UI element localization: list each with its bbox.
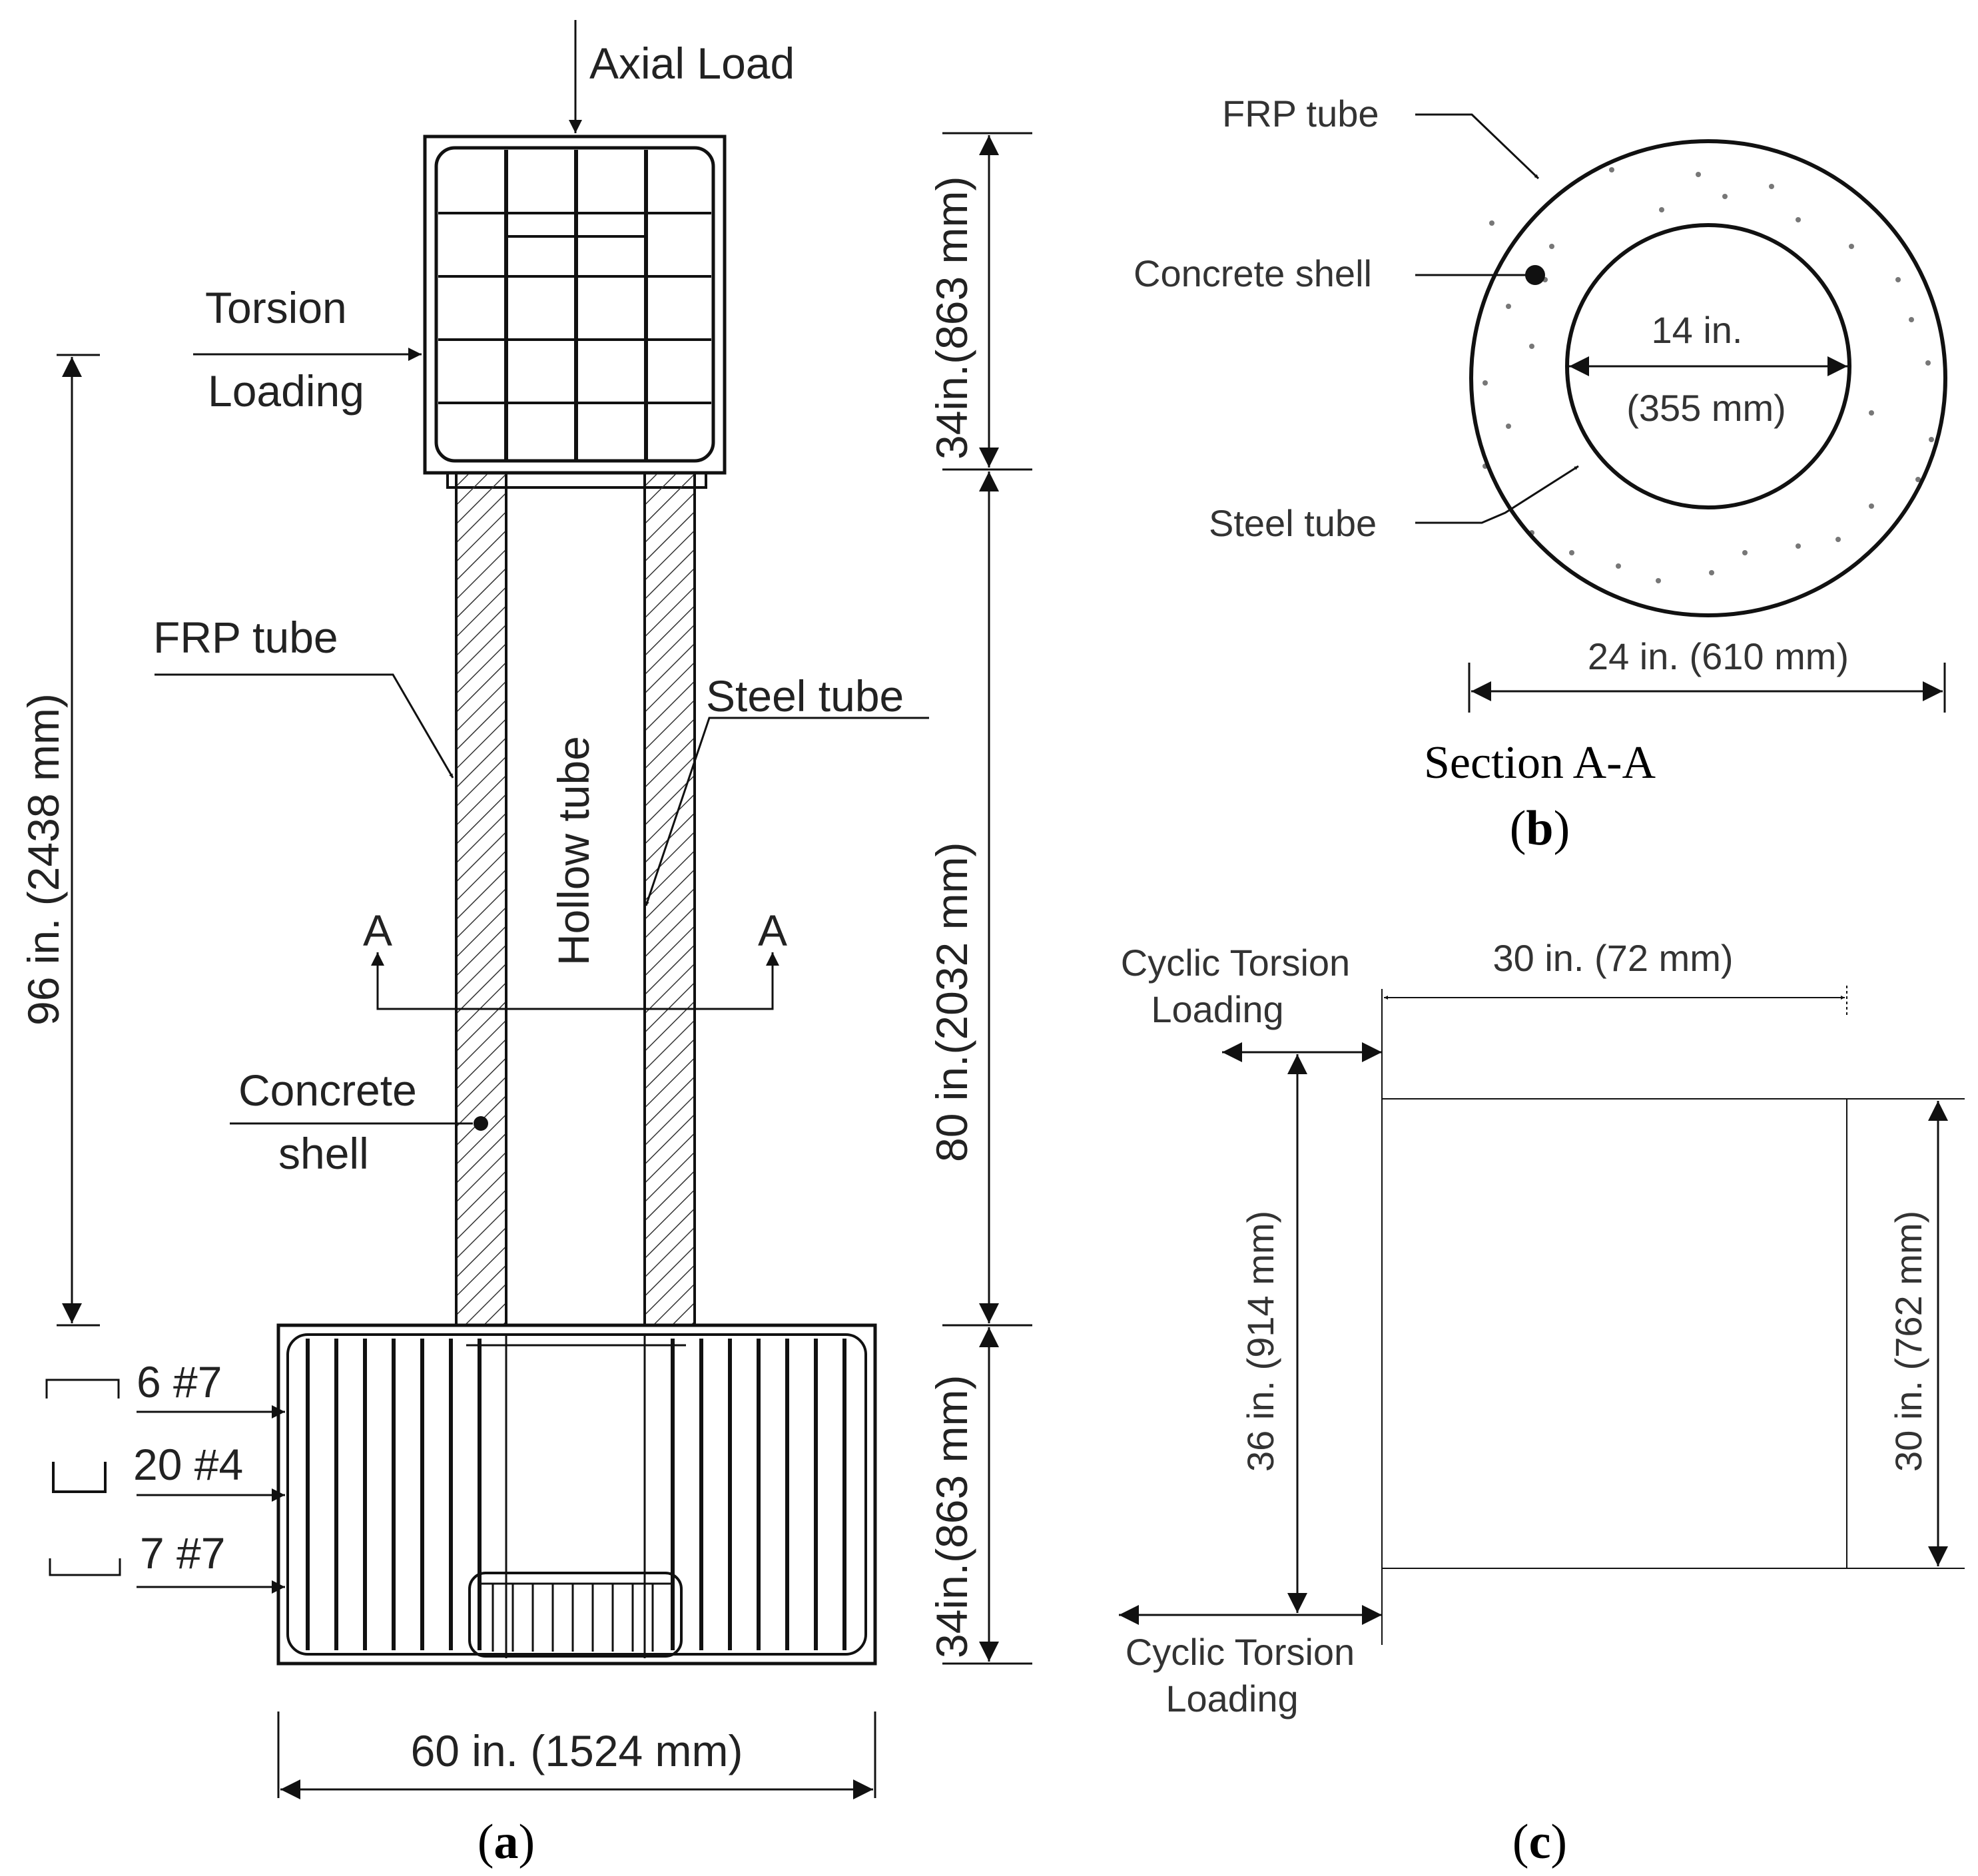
specimen-outline	[1381, 1098, 1847, 1569]
top-load-line2: Loading	[1151, 988, 1283, 1030]
hollow-tube-label: Hollow tube	[549, 736, 598, 966]
inner-dim-in: 14 in.	[1652, 309, 1743, 351]
total-height-dimension	[57, 354, 100, 1327]
torsion-label-line1: Torsion	[205, 283, 347, 332]
rebar-legend	[45, 1379, 285, 1594]
column	[455, 471, 696, 1327]
concrete-dots	[1483, 167, 1934, 583]
concrete-shell-label: Concrete shell	[1134, 252, 1372, 294]
frp-tube-label: FRP tube	[153, 613, 338, 662]
torsion-label-line2: Loading	[208, 366, 364, 416]
caption-a: (a)	[478, 1815, 535, 1869]
outer-dim-label: 24 in. (610 mm)	[1588, 635, 1849, 677]
footing-height-label: 34in.(863 mm)	[927, 1375, 976, 1659]
bar-shape-2	[52, 1462, 107, 1493]
footing-width-dimension	[277, 1712, 876, 1799]
bottom-load-line2: Loading	[1165, 1678, 1298, 1720]
concrete-label-line2: shell	[278, 1129, 369, 1178]
right-side-dimensions	[942, 132, 1032, 1665]
bar-shape-3	[49, 1558, 121, 1576]
inner-dim-mm: (355 mm)	[1626, 387, 1786, 429]
frp-tube-label: FRP tube	[1222, 93, 1379, 135]
column-height-label: 80 in.(2032 mm)	[927, 842, 976, 1162]
concrete-shell-dot	[474, 1116, 488, 1131]
bar-shape-1	[45, 1379, 120, 1399]
left-height-label: 36 in. (914 mm)	[1239, 1211, 1281, 1472]
steel-tube-label: Steel tube	[706, 671, 904, 721]
footing	[276, 1323, 877, 1666]
concrete-label-line1: Concrete	[238, 1066, 417, 1115]
steel-tube-inner	[1565, 223, 1851, 509]
top-width-label: 30 in. (72 mm)	[1493, 937, 1734, 979]
bar-label-3: 7 #7	[140, 1528, 225, 1578]
section-mark-left: A	[363, 906, 392, 955]
section-mark-right: A	[758, 906, 787, 955]
panel-c-elevation: 30 in. (72 mm) Cyclic Torsion Loading Cy…	[1119, 937, 1965, 1869]
frp-tube-outer	[1469, 139, 1947, 617]
total-height-label: 96 in. (2438 mm)	[19, 693, 68, 1026]
bottom-load-line1: Cyclic Torsion	[1126, 1631, 1355, 1673]
left-wall-hatch	[455, 471, 507, 1327]
steel-tube-leader	[1415, 465, 1579, 524]
steel-tube-leader	[645, 717, 929, 906]
top-cap-height-label: 34in.(863 mm)	[927, 176, 976, 460]
top-load-line1: Cyclic Torsion	[1121, 942, 1350, 984]
frp-tube-leader	[155, 673, 454, 779]
top-cap	[423, 135, 727, 489]
frp-tube-leader	[1415, 113, 1540, 180]
caption-b: (b)	[1510, 801, 1570, 856]
bar-label-1: 6 #7	[137, 1357, 222, 1407]
panel-b-section: 14 in. (355 mm) FRP tube Concrete shell …	[1134, 93, 1947, 856]
section-title: Section A-A	[1424, 737, 1656, 788]
steel-tube-label: Steel tube	[1209, 502, 1377, 544]
concrete-shell-dot	[1525, 265, 1545, 285]
caption-c: (c)	[1512, 1815, 1567, 1869]
axial-load-label: Axial Load	[589, 39, 795, 88]
footing-width-label: 60 in. (1524 mm)	[411, 1726, 743, 1775]
right-height-label: 30 in. (762 mm)	[1887, 1211, 1929, 1472]
bar-label-2: 20 #4	[133, 1440, 243, 1489]
panel-a-elevation: Axial Load Torsion Loading FRP tube Holl…	[19, 20, 1032, 1869]
right-wall-hatch	[643, 471, 696, 1327]
section-cut-line	[376, 978, 774, 1010]
